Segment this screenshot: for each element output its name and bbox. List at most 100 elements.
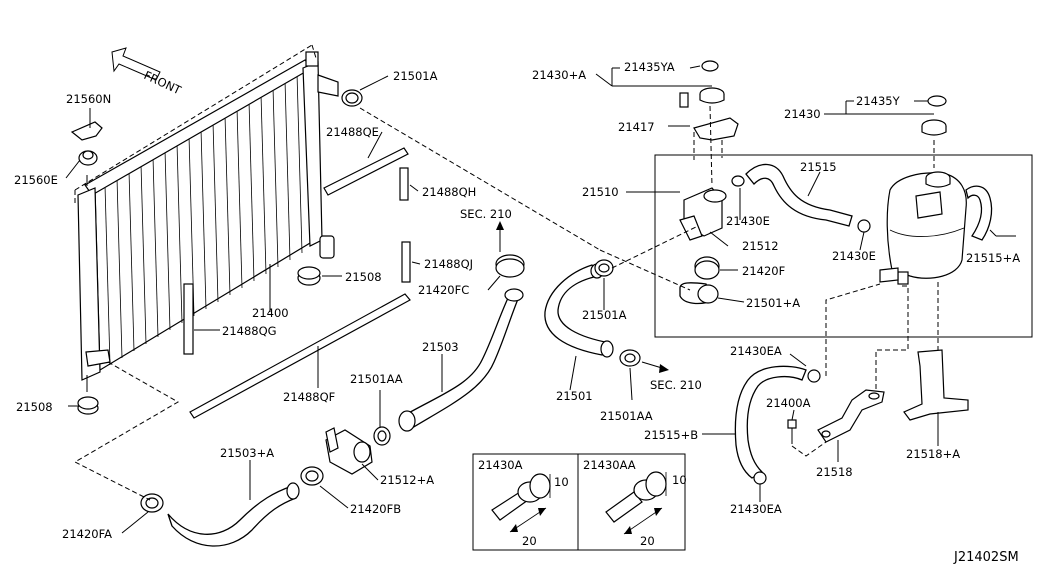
detail-title-21430a: 21430A (478, 458, 523, 472)
detail-panel (472, 453, 686, 551)
mount-rubber-mid (297, 266, 321, 286)
front-label: FRONT (142, 68, 184, 98)
hose-21501 (544, 263, 614, 358)
front-arrow (111, 47, 161, 81)
callout-21435y: 21435Y (856, 94, 901, 108)
callout-21560e: 21560E (14, 173, 58, 187)
callout-21508-low: 21508 (16, 400, 53, 414)
cap-21430 (921, 119, 947, 136)
callout-21508-mid: 21508 (345, 270, 382, 284)
clamp-21430e-a (731, 175, 745, 187)
bracket-21518 (817, 389, 885, 443)
sec210-label-upper: SEC. 210 (460, 207, 512, 221)
hose-21501a-short (679, 282, 719, 305)
callout-21417: 21417 (618, 120, 655, 134)
clamp-21430ea-top (807, 369, 821, 383)
dashed-routing-lines (73, 44, 939, 501)
cap-21430a (699, 87, 725, 104)
radiator-core (74, 44, 339, 392)
callout-21488qh: 21488QH (422, 185, 476, 199)
callout-21501a-plus: 21501+A (746, 296, 800, 310)
callout-21510: 21510 (582, 185, 619, 199)
callout-21430a-top: 21430+A (532, 68, 586, 82)
callout-21400: 21400 (252, 306, 289, 320)
callout-21435ya: 21435YA (624, 60, 675, 74)
seal-21488qf (189, 293, 411, 419)
sec210-label-lower: SEC. 210 (650, 378, 702, 392)
clamp-21420f (694, 256, 720, 280)
upper-mount-bracket (70, 121, 103, 166)
callout-21420fa: 21420FA (62, 527, 112, 541)
clamp-21430ea-bot (753, 471, 767, 485)
callout-21430ea-bot: 21430EA (730, 502, 782, 516)
callout-21501aa-right: 21501AA (600, 409, 653, 423)
reservoir-box (654, 154, 1033, 338)
sec210-arrow-upper (496, 221, 504, 252)
callout-21515b: 21515+B (644, 428, 698, 442)
clamp-detail-21430a (491, 473, 551, 533)
bolt-21400a (787, 419, 797, 444)
callout-21430: 21430 (784, 107, 821, 121)
callout-21420fb: 21420FB (350, 502, 401, 516)
clamp-21501a-top (341, 89, 363, 107)
callout-21515: 21515 (800, 160, 837, 174)
clamp-21420fa (140, 493, 164, 513)
callout-21420f: 21420F (742, 264, 785, 278)
callout-21430e-a: 21430E (726, 214, 770, 228)
seal-21435y (927, 95, 947, 107)
callout-21488qf: 21488QF (283, 390, 335, 404)
filler-neck-21512 (679, 187, 727, 241)
bracket-21417 (679, 92, 739, 141)
hose-21503a (167, 482, 300, 547)
detail-title-21430aa: 21430AA (583, 458, 636, 472)
detail-dim-long-21430aa: 20 (640, 534, 655, 548)
callout-21501a-top: 21501A (393, 69, 438, 83)
callout-21430ea-top: 21430EA (730, 344, 782, 358)
seal-21488qg (183, 283, 194, 355)
hose-21515a (965, 185, 993, 241)
callout-21501: 21501 (556, 389, 593, 403)
clamp-21501a-mid (594, 259, 614, 277)
reservoir-tank (879, 172, 967, 285)
callout-21503: 21503 (422, 340, 459, 354)
callout-21400a: 21400A (766, 396, 811, 410)
sec210-arrow-lower (641, 361, 669, 373)
callout-21518: 21518 (816, 465, 853, 479)
clamp-21501aa-left (373, 426, 391, 446)
seal-21435ya (701, 60, 719, 72)
callout-21488qe: 21488QE (326, 125, 379, 139)
clamp-detail-21430aa (605, 471, 667, 535)
callout-21501a-mid: 21501A (582, 308, 627, 322)
clamp-21430e-b (857, 219, 871, 233)
detail-dim-small-21430aa: 10 (672, 473, 687, 487)
callout-21420fc: 21420FC (418, 283, 469, 297)
callout-21488qg: 21488QG (222, 324, 277, 338)
callout-21488qj: 21488QJ (424, 257, 473, 271)
callout-21430e-b: 21430E (832, 249, 876, 263)
seal-21488qe (323, 147, 409, 196)
pipe-21512a (325, 427, 373, 475)
hose-21515 (745, 163, 853, 227)
callout-21512: 21512 (742, 239, 779, 253)
bracket-21518a (903, 349, 969, 421)
callout-21518a: 21518+A (906, 447, 960, 461)
callout-21503a: 21503+A (220, 446, 274, 460)
mount-rubber-low (77, 396, 99, 415)
diagram-id: J21402SM (953, 550, 1019, 565)
clamp-21501aa-right (619, 349, 641, 367)
callout-21515a: 21515+A (966, 251, 1020, 265)
callout-21512a: 21512+A (380, 473, 434, 487)
seal-21488qh (399, 167, 409, 201)
detail-dim-small-21430a: 10 (554, 475, 569, 489)
callout-21560n: 21560N (66, 92, 111, 106)
hose-21515b (734, 365, 807, 479)
seal-21488qj (401, 241, 411, 283)
detail-dim-long-21430a: 20 (522, 534, 537, 548)
leader-lines (65, 65, 1016, 534)
reservoir-cap (925, 171, 951, 188)
callout-21501aa-left: 21501AA (350, 372, 403, 386)
clamp-21420fb (300, 466, 324, 486)
clamp-21420fc (495, 254, 525, 278)
